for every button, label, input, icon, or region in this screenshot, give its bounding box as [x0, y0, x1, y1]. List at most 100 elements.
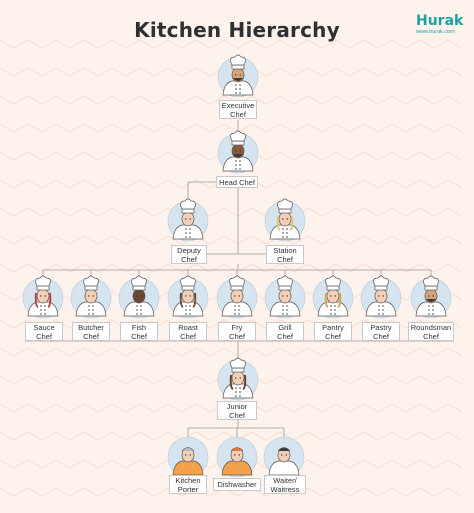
eye	[282, 295, 284, 297]
hat-top	[180, 198, 196, 210]
hat-band	[231, 140, 245, 146]
button-dot	[136, 305, 138, 307]
hat-top	[229, 275, 245, 287]
eye	[140, 295, 142, 297]
eye	[234, 295, 236, 297]
role-label-line: Chef	[230, 109, 246, 119]
eye	[286, 295, 288, 297]
hat-top	[131, 275, 147, 287]
button-dot	[92, 309, 94, 311]
avatar-head	[84, 288, 98, 304]
button-dot	[234, 313, 236, 315]
role-label-line: Roundsman	[410, 322, 452, 332]
role-label-line: Waitress	[270, 484, 300, 494]
button-dot	[40, 313, 42, 315]
avatar-hair	[276, 215, 294, 231]
button-dot	[239, 160, 241, 162]
button-dot	[235, 160, 237, 162]
chef-avatar-icon	[312, 275, 354, 319]
eye	[286, 218, 288, 220]
role-label-line: Kitchen	[175, 475, 201, 485]
hat-top	[83, 275, 99, 287]
avatar-head	[326, 288, 340, 304]
button-dot	[239, 92, 241, 94]
button-dot	[378, 313, 380, 315]
button-dot	[239, 164, 241, 166]
hat-band	[132, 285, 146, 291]
hat-band	[278, 208, 292, 214]
button-dot	[140, 305, 142, 307]
role-label-line: Chef	[373, 331, 389, 341]
eye	[382, 295, 384, 297]
avatar-beard	[426, 299, 436, 302]
avatar-body	[172, 460, 204, 476]
avatar-body	[269, 301, 301, 317]
avatar-head	[181, 288, 195, 304]
button-dot	[185, 305, 187, 307]
chef-avatar-icon	[360, 275, 402, 319]
avatar-head	[36, 288, 50, 304]
button-dot	[238, 309, 240, 311]
eye	[334, 295, 336, 297]
button-dot	[238, 305, 240, 307]
chef-avatar-icon	[263, 436, 305, 478]
role-label-line: Chef	[131, 331, 147, 341]
button-dot	[330, 313, 332, 315]
eye	[92, 295, 94, 297]
role-label-line: Chef	[83, 331, 99, 341]
hat-top	[180, 275, 196, 287]
button-dot	[286, 313, 288, 315]
role-label-line: Porter	[177, 484, 199, 494]
avatar-head	[278, 211, 292, 227]
avatar-body	[269, 224, 301, 240]
avatar-hair	[229, 374, 247, 390]
button-dot	[234, 309, 236, 311]
role-label-line: Pantry	[322, 322, 344, 332]
button-dot	[44, 305, 46, 307]
chef-avatar-icon	[118, 275, 160, 319]
button-dot	[382, 305, 384, 307]
role-label-line: Pastry	[370, 322, 392, 332]
role-label-line: Chef	[277, 331, 293, 341]
eye	[235, 150, 237, 152]
button-dot	[239, 387, 241, 389]
button-dot	[189, 305, 191, 307]
chef-avatar-icon	[264, 275, 306, 319]
hat-band	[84, 285, 98, 291]
pattern-line	[0, 347, 463, 357]
button-dot	[286, 232, 288, 234]
chef-avatar-icon	[217, 54, 259, 98]
role-label-line: Dishwasher	[217, 480, 257, 489]
button-dot	[428, 313, 430, 315]
button-dot	[235, 84, 237, 86]
button-dot	[88, 313, 90, 315]
role-label-line: Sauce	[33, 322, 55, 332]
avatar-hair	[324, 292, 342, 308]
button-dot	[235, 164, 237, 166]
hat-band	[231, 64, 245, 70]
avatar-head	[374, 288, 388, 304]
button-dot	[239, 395, 241, 397]
role-label-line: Butcher	[78, 322, 104, 332]
avatar-head	[181, 211, 195, 227]
avatar-body	[123, 301, 155, 317]
hat-top	[277, 198, 293, 210]
eye	[235, 377, 237, 379]
button-dot	[428, 309, 430, 311]
eye	[330, 295, 332, 297]
hat-top	[35, 275, 51, 287]
avatar-body	[221, 301, 253, 317]
button-dot	[382, 313, 384, 315]
eye	[235, 74, 237, 76]
avatar-body	[172, 224, 204, 240]
chef-avatar-icon	[216, 275, 258, 319]
eye	[239, 377, 241, 379]
avatar-body	[222, 383, 254, 399]
hat-band	[230, 285, 244, 291]
button-dot	[44, 309, 46, 311]
